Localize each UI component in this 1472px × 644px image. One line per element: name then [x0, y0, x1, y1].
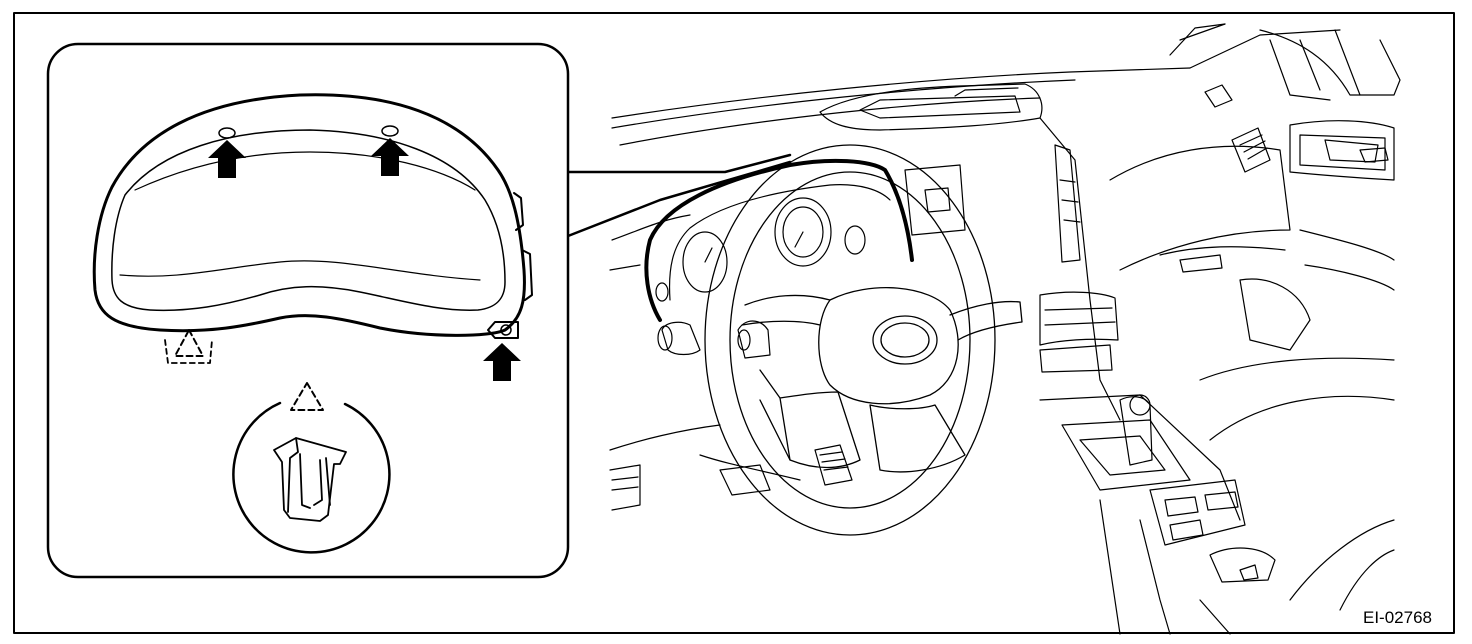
dashed-clip-bracket [164, 339, 213, 364]
visor-side-tab-upper [513, 192, 524, 231]
fuel-gauge [844, 225, 866, 255]
steering-wheel [704, 144, 1023, 536]
dashed-triangle-icon [174, 329, 204, 357]
combination-meter [644, 158, 914, 322]
speedometer-gauge [774, 197, 832, 267]
screw-icon [500, 324, 512, 336]
clip-hole-top-left [218, 127, 236, 139]
meter-visor-rim [119, 260, 481, 281]
inset-frame [46, 42, 570, 579]
diagram-frame [13, 12, 1455, 634]
tachometer-gauge [682, 231, 728, 293]
inset-detail-panel [46, 42, 792, 579]
arrow-up-icon [208, 140, 246, 178]
figure-id-label: EI-02768 [1363, 608, 1432, 627]
meter-visor-outer [92, 93, 526, 337]
detail-circle [232, 401, 391, 554]
dashboard-illustration [609, 23, 1401, 635]
screw-bracket [487, 321, 519, 339]
emblem-icon [872, 315, 938, 365]
dashed-triangle-icon [290, 382, 324, 411]
visor-side-tab-lower [521, 249, 533, 301]
arrow-up-icon [371, 138, 409, 176]
clip-part-drawing [273, 437, 347, 522]
meter-visor-outline-bold [644, 158, 914, 322]
meter-visor-inner [111, 129, 506, 312]
leader-line-top [566, 153, 792, 174]
meter-visor-inner-top [134, 151, 476, 191]
clip-hole-top-right [381, 125, 399, 137]
arrow-up-icon [483, 343, 521, 381]
